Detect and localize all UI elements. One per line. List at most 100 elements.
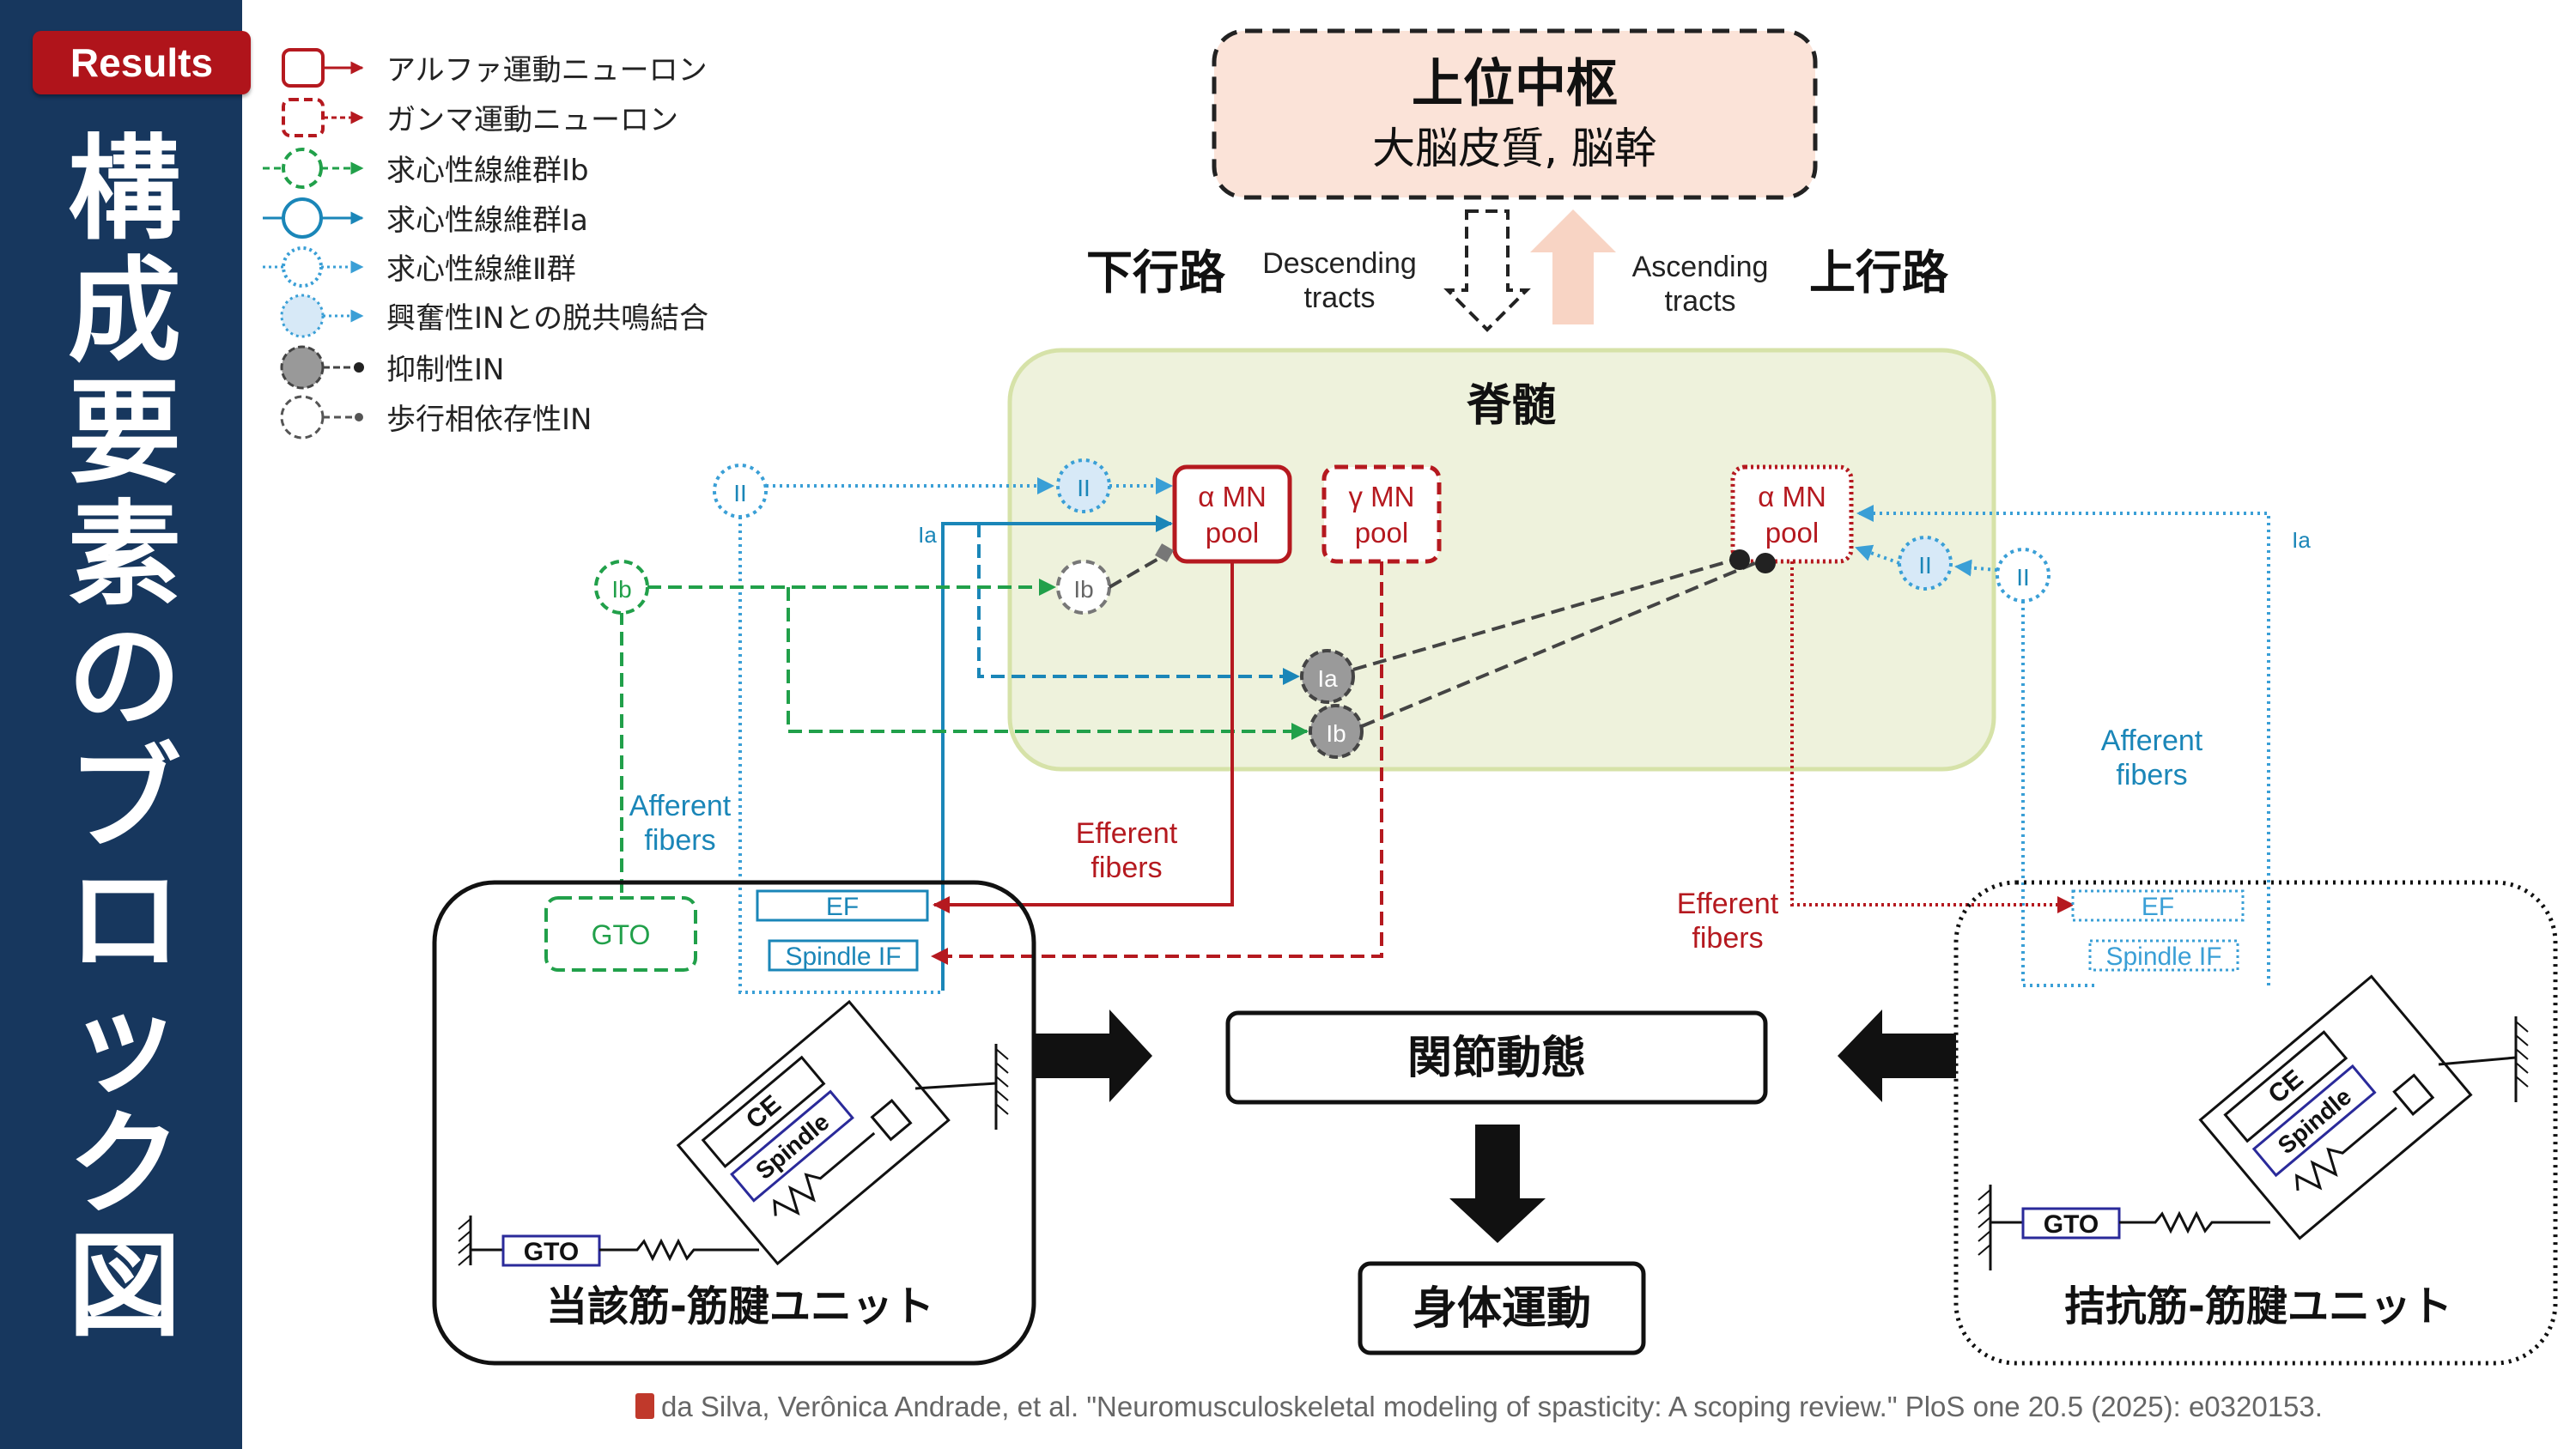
ii-afferent-node-left: II (713, 464, 768, 518)
ii-excitatory-in-right: II (1898, 536, 1953, 591)
spinal-cord-region (1007, 348, 1996, 772)
legend-label: 歩行相依存性IN (386, 403, 592, 437)
gamma-mn-pool: γ MN pool (1321, 464, 1442, 564)
legend-label: ガンマ運動ニューロン (386, 103, 678, 137)
ascending-tracts-label: Ascending (1632, 251, 1769, 283)
ia-fiber-label-left: Ia (918, 522, 937, 548)
afferent-ia-icon (263, 197, 364, 239)
legend-label: アルファ運動ニューロン (386, 53, 708, 88)
inhibitory-in-icon (280, 345, 364, 390)
ef-label: EF (826, 893, 859, 921)
upper-center-title: 上位中枢 (1412, 54, 1618, 114)
ib-gait-phase-in: Ib (1056, 560, 1111, 615)
descending-tracts-jp: 下行路 (1086, 246, 1226, 300)
legend-label: 求心性線維Ⅱ群 (386, 252, 576, 287)
svg-text:pool: pool (1765, 517, 1819, 549)
alpha-mn-pool-agonist: α MN pool (1172, 464, 1292, 564)
legend-label: 興奮性INとの脱共鳴結合 (386, 301, 708, 336)
title-char: の (68, 611, 181, 743)
spinal-cord-label: 脊髄 (1467, 380, 1556, 432)
svg-text:pool: pool (1355, 517, 1408, 549)
gto-model-label: GTO (2044, 1210, 2099, 1239)
title-char: 要 (68, 367, 181, 500)
svg-text:α MN: α MN (1758, 481, 1826, 512)
ia-afferent-paths (941, 515, 1300, 991)
svg-text:II: II (733, 480, 747, 506)
ia-inhibitory-in: Ia (1300, 649, 1355, 704)
gamma-motor-neuron-icon (282, 98, 364, 137)
gait-phase-in-icon (280, 395, 363, 440)
title-char: 構 (68, 124, 181, 256)
legend-label: 求心性線維群Ib (386, 154, 589, 188)
upper-center-box: 上位中枢 大脳皮質, 脳幹 (1212, 28, 1818, 200)
legend-label: 抑制性IN (386, 353, 504, 387)
descending-arrow (1443, 209, 1531, 332)
gait-in-terminal (1155, 543, 1174, 562)
book-icon (635, 1393, 654, 1419)
inhibitory-terminal (1729, 549, 1750, 570)
efferent-fibers-label-right: fibers (1692, 922, 1763, 955)
svg-text:II: II (2016, 564, 2030, 591)
svg-text:pool: pool (1206, 517, 1259, 549)
title-char: ク (68, 1099, 181, 1231)
svg-text:γ MN: γ MN (1349, 481, 1415, 512)
alpha-motor-neuron-icon (282, 48, 364, 88)
ii-afferent-node-right: II (1996, 548, 2050, 603)
ii-afferent-paths (738, 477, 2270, 994)
ef-label: EF (2142, 893, 2174, 921)
svg-text:II: II (1918, 552, 1932, 579)
ii-excitatory-in-left: II (1056, 458, 1111, 513)
results-badge: Results (33, 31, 251, 94)
page-title: 構成要素のブロック図 (60, 129, 189, 1348)
ib-afferent-node: Ib (594, 560, 649, 615)
efferent-fibers-label-right: Efferent (1677, 888, 1779, 920)
right-arrow-to-joint (1036, 1009, 1152, 1102)
svg-text:Ib: Ib (1073, 576, 1093, 603)
title-char: ブ (68, 733, 181, 865)
alpha-mn-pool-antagonist: α MN pool (1730, 464, 1854, 564)
title-char: ッ (68, 977, 181, 1109)
gto-sensor-label: GTO (592, 919, 651, 950)
ascending-arrow (1530, 209, 1616, 324)
sidebar (0, 0, 242, 1449)
body-movement-box: 身体運動 (1358, 1261, 1646, 1355)
title-char: 図 (68, 1221, 181, 1353)
inhibitory-paths (1108, 555, 1756, 728)
agonist-unit-label: 当該筋-筋腱ユニット (546, 1282, 934, 1331)
afferent-ib-icon (263, 148, 364, 189)
ia-fiber-label-right: Ia (2292, 527, 2311, 553)
antagonist-muscle-tendon-unit: EF Spindle IF GTO CE Spindle 拮抗筋-筋腱ユニット (1953, 880, 2558, 1366)
left-arrow-to-joint (1838, 1009, 1956, 1102)
ib-inhibitory-in: Ib (1309, 704, 1364, 759)
svg-text:Ib: Ib (611, 576, 631, 603)
body-movement-label: 身体運動 (1413, 1283, 1591, 1335)
spindle-if-label: Spindle IF (785, 943, 901, 971)
legend-label: 求心性線維群Ia (386, 203, 588, 238)
joint-dynamics-label: 関節動態 (1407, 1033, 1586, 1084)
descending-tracts-label: tracts (1303, 282, 1375, 314)
citation: da Silva, Verônica Andrade, et al. "Neur… (635, 1391, 2559, 1423)
afferent-ii-icon (263, 246, 364, 288)
title-char: 素 (68, 489, 181, 621)
svg-text:II: II (1077, 475, 1091, 501)
afferent-fibers-label-left: fibers (644, 824, 715, 857)
afferent-fibers-label-right: Afferent (2101, 724, 2203, 757)
inhibitory-terminal (1755, 553, 1776, 573)
antagonist-unit-label: 拮抗筋-筋腱ユニット (2064, 1282, 2452, 1331)
afferent-fibers-label-right: fibers (2116, 759, 2187, 791)
title-char: ロ (68, 855, 181, 987)
ascending-tracts-jp: 上行路 (1809, 246, 1949, 300)
legend: アルファ運動ニューロン ガンマ運動ニューロン 求心性線維群Ib 求心性線維群Ia… (263, 48, 708, 440)
svg-text:Ib: Ib (1326, 720, 1346, 747)
descending-tracts-label: Descending (1262, 247, 1417, 280)
ascending-tracts-label: tracts (1664, 285, 1735, 318)
joint-dynamics-box: 関節動態 (1225, 1010, 1768, 1105)
afferent-fibers-label-left: Afferent (629, 790, 732, 822)
down-arrow-to-body (1449, 1125, 1546, 1243)
ib-afferent-paths (620, 579, 1309, 893)
spindle-if-label: Spindle IF (2105, 943, 2221, 971)
efferent-fibers-label-left: fibers (1091, 852, 1162, 884)
citation-text: da Silva, Verônica Andrade, et al. "Neur… (661, 1391, 2323, 1422)
gto-model-label: GTO (524, 1238, 579, 1266)
